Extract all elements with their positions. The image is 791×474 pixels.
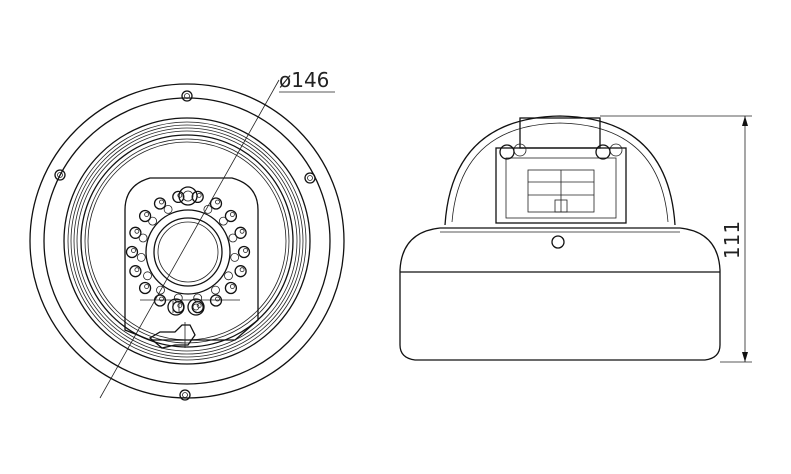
ir-led-inner [163, 204, 173, 214]
outer-flange-ring [29, 83, 345, 399]
ir-led [138, 281, 152, 295]
ir-led [209, 294, 223, 307]
ir-led [172, 190, 185, 204]
ir-led-inner [224, 271, 233, 281]
side-view: 111 [399, 115, 752, 363]
base-housing [399, 227, 721, 361]
ir-led-inner [173, 293, 183, 303]
ir-led [129, 265, 142, 278]
ir-led [153, 294, 167, 307]
lens-bracket [124, 177, 259, 341]
ir-led-inner [136, 252, 146, 262]
housing-screw [551, 235, 565, 249]
ir-led [209, 197, 223, 210]
height-arrow-bottom [742, 352, 748, 362]
bezel-rings [63, 117, 311, 365]
ir-led [191, 190, 204, 204]
diameter-leader-line [99, 79, 280, 399]
ir-led-inner [143, 271, 152, 281]
ir-led [172, 300, 185, 314]
dome-cover [444, 115, 676, 226]
ir-sensor [178, 186, 198, 206]
ir-led [224, 209, 238, 223]
diameter-label: ø146 [279, 68, 329, 92]
mounting-screw-bottom [179, 389, 191, 401]
ir-led-inner [193, 293, 203, 303]
height-arrow-top [742, 116, 748, 126]
mounting-screw-left [54, 169, 66, 181]
ir-led [234, 226, 247, 239]
ir-led [125, 245, 139, 259]
mount-screw-left [499, 143, 527, 160]
zoom-knob [187, 298, 205, 316]
dome-inner-line [451, 122, 669, 223]
mount-screw-right [595, 143, 623, 160]
ir-led [237, 245, 251, 259]
camera-module [495, 117, 627, 224]
ir-led [234, 265, 247, 278]
focus-knob [167, 298, 185, 316]
ir-led-inner [218, 216, 228, 226]
ir-led [191, 300, 204, 314]
ir-led-inner [156, 285, 165, 295]
ir-led-inner [228, 233, 238, 243]
ir-led [224, 281, 238, 295]
diameter-dimension: ø146 [99, 68, 335, 399]
ir-led-inner [203, 204, 213, 214]
ir-led-inner [230, 252, 240, 262]
mounting-screw-right [304, 172, 316, 184]
ir-led [153, 197, 167, 210]
ir-led [129, 226, 142, 239]
ir-led-inner [148, 216, 158, 226]
lens [145, 209, 231, 295]
ir-led [138, 209, 152, 223]
height-label: 111 [720, 221, 744, 259]
height-dimension: 111 [600, 115, 752, 363]
mounting-screw-top [181, 90, 193, 102]
flange-inner-ring [43, 97, 331, 385]
front-view: ø146 [29, 68, 345, 401]
ir-led-ring [125, 190, 251, 314]
ir-led-inner [138, 233, 148, 243]
ir-led-inner [211, 285, 220, 295]
cable-connector [148, 322, 196, 349]
